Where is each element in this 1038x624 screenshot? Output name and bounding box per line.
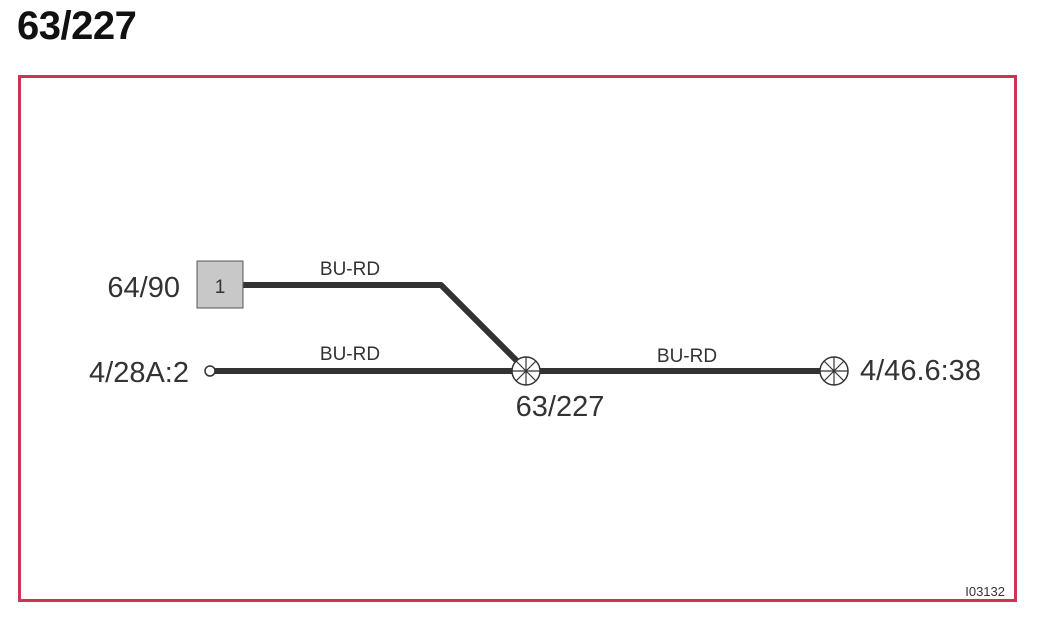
- connector-box: [196, 260, 244, 309]
- wire-label-top: BU-RD: [320, 259, 380, 280]
- splice-label: 63/227: [516, 391, 605, 423]
- connector-label-64-90: 64/90: [107, 272, 180, 304]
- pin-number: 1: [215, 277, 226, 298]
- ground-splice-icon: [819, 356, 849, 386]
- page-title: 63/227: [17, 4, 137, 48]
- figure-code: I03132: [965, 584, 1005, 599]
- wire-label-bottom: BU-RD: [320, 344, 380, 365]
- wire-label-right: BU-RD: [657, 346, 717, 367]
- terminal-icon: [204, 365, 216, 377]
- connector-label-4-28a: 4/28A:2: [89, 357, 189, 389]
- wire-top: [243, 282, 529, 373]
- splice-icon: [511, 356, 541, 386]
- diagram-frame: [18, 75, 1017, 602]
- connector-label-4-46: 4/46.6:38: [860, 355, 981, 387]
